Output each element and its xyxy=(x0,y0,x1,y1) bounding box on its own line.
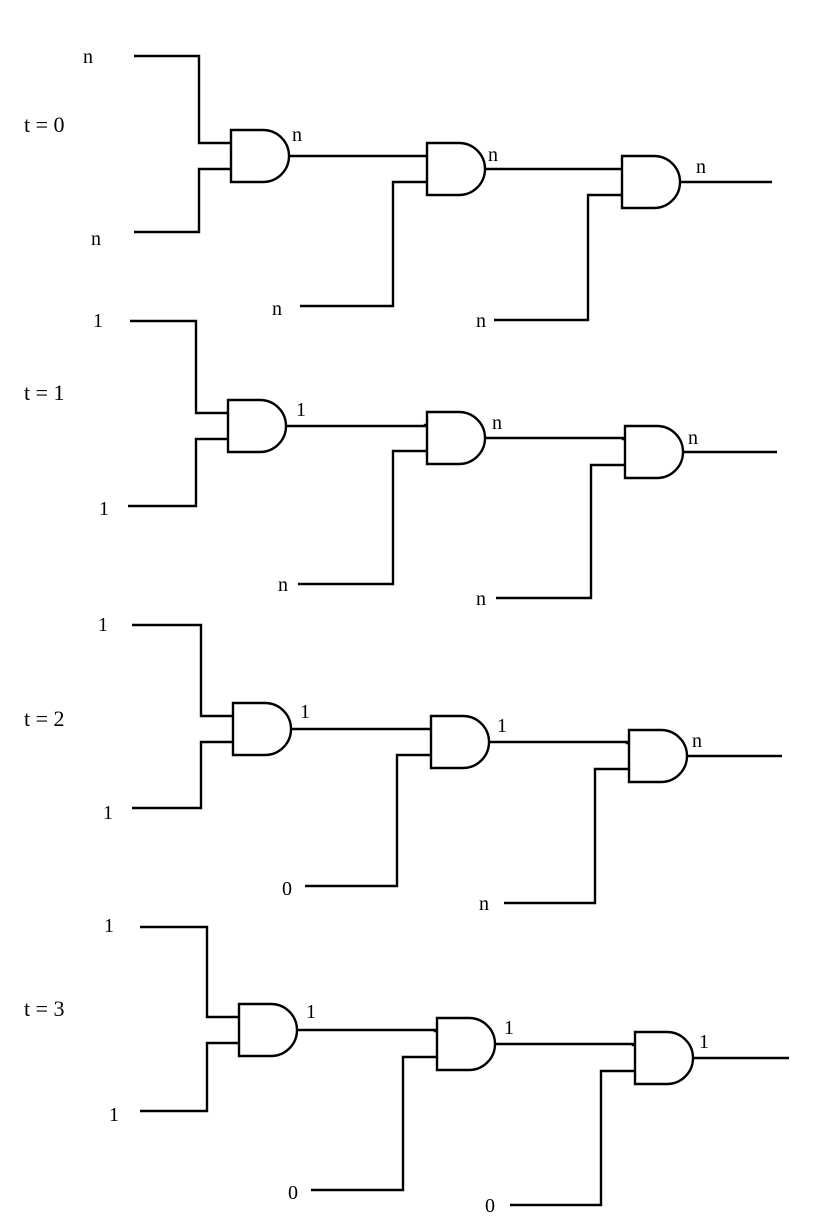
time-label: t = 2 xyxy=(24,706,65,731)
and-gate-3 xyxy=(620,154,682,210)
time-label: t = 3 xyxy=(24,996,65,1021)
input-a-label: 1 xyxy=(98,614,108,636)
wire-gate2-out xyxy=(489,740,629,745)
input-d-label: 0 xyxy=(485,1195,495,1217)
input-a-label: 1 xyxy=(93,310,103,332)
and-gate-2 xyxy=(425,410,487,466)
input-d-label: n xyxy=(476,588,486,610)
and-gate-2 xyxy=(435,1016,497,1072)
wire-input-a xyxy=(140,925,239,1019)
input-d-label: n xyxy=(479,893,489,915)
input-b-label: n xyxy=(91,228,101,250)
wire-input-d xyxy=(510,1069,635,1207)
input-c-label: 0 xyxy=(282,878,292,900)
gate2-output-label: n xyxy=(488,144,498,166)
wire-input-b xyxy=(134,167,231,234)
wire-input-c xyxy=(305,753,431,888)
wire-input-d xyxy=(504,767,629,905)
wire-input-a xyxy=(132,623,233,718)
and-gate-3 xyxy=(633,1030,695,1086)
and-gate-3 xyxy=(627,728,689,784)
and-gate-1 xyxy=(237,1002,299,1058)
stage-1: t = 1 1 1 1 n n n n xyxy=(24,310,777,610)
wire-input-c xyxy=(300,180,427,308)
stage-2: t = 2 1 1 1 0 1 n n xyxy=(24,614,782,915)
gate3-output-label: 1 xyxy=(699,1031,709,1053)
and-gate-2 xyxy=(425,141,487,197)
and-gate-1 xyxy=(229,128,291,184)
and-gate-3 xyxy=(623,424,685,480)
stage-3: t = 3 1 1 1 0 1 0 1 xyxy=(24,915,789,1217)
wire-input-b xyxy=(128,437,228,508)
wire-input-b xyxy=(140,1041,239,1113)
wire-input-c xyxy=(298,449,427,586)
input-c-label: 0 xyxy=(288,1182,298,1204)
input-b-label: 1 xyxy=(103,802,113,824)
input-c-label: n xyxy=(272,298,282,320)
gate1-output-label: 1 xyxy=(306,1001,316,1023)
gate3-output-label: n xyxy=(692,730,702,752)
stage-0: t = 0 n n n n n n n xyxy=(24,46,772,332)
input-a-label: 1 xyxy=(104,915,114,937)
gate1-output-label: 1 xyxy=(296,399,306,421)
wire-gate2-out xyxy=(495,1042,635,1047)
gate2-output-label: 1 xyxy=(504,1017,514,1039)
wire-input-c xyxy=(311,1055,437,1192)
and-gate-2 xyxy=(429,714,491,770)
input-a-label: n xyxy=(83,46,93,68)
input-b-label: 1 xyxy=(99,498,109,520)
gate2-output-label: n xyxy=(492,412,502,434)
gate1-output-label: n xyxy=(292,124,302,146)
wire-input-d xyxy=(494,193,622,322)
wire-input-a xyxy=(130,319,228,415)
wire-input-b xyxy=(132,740,233,810)
wire-input-d xyxy=(496,463,625,600)
input-b-label: 1 xyxy=(109,1104,119,1126)
wire-gate1-out xyxy=(286,423,427,428)
gate3-output-label: n xyxy=(688,427,698,449)
gate3-output-label: n xyxy=(696,156,706,178)
and-gate-1 xyxy=(231,701,293,757)
wire-gate2-out xyxy=(485,436,625,441)
time-label: t = 0 xyxy=(24,112,65,137)
wire-gate1-out xyxy=(297,1028,437,1033)
gate2-output-label: 1 xyxy=(497,715,507,737)
time-label: t = 1 xyxy=(24,380,65,405)
input-c-label: n xyxy=(278,574,288,596)
wire-input-a xyxy=(134,54,231,145)
and-gate-1 xyxy=(226,398,288,454)
gate1-output-label: 1 xyxy=(300,701,310,723)
input-d-label: n xyxy=(476,310,486,332)
